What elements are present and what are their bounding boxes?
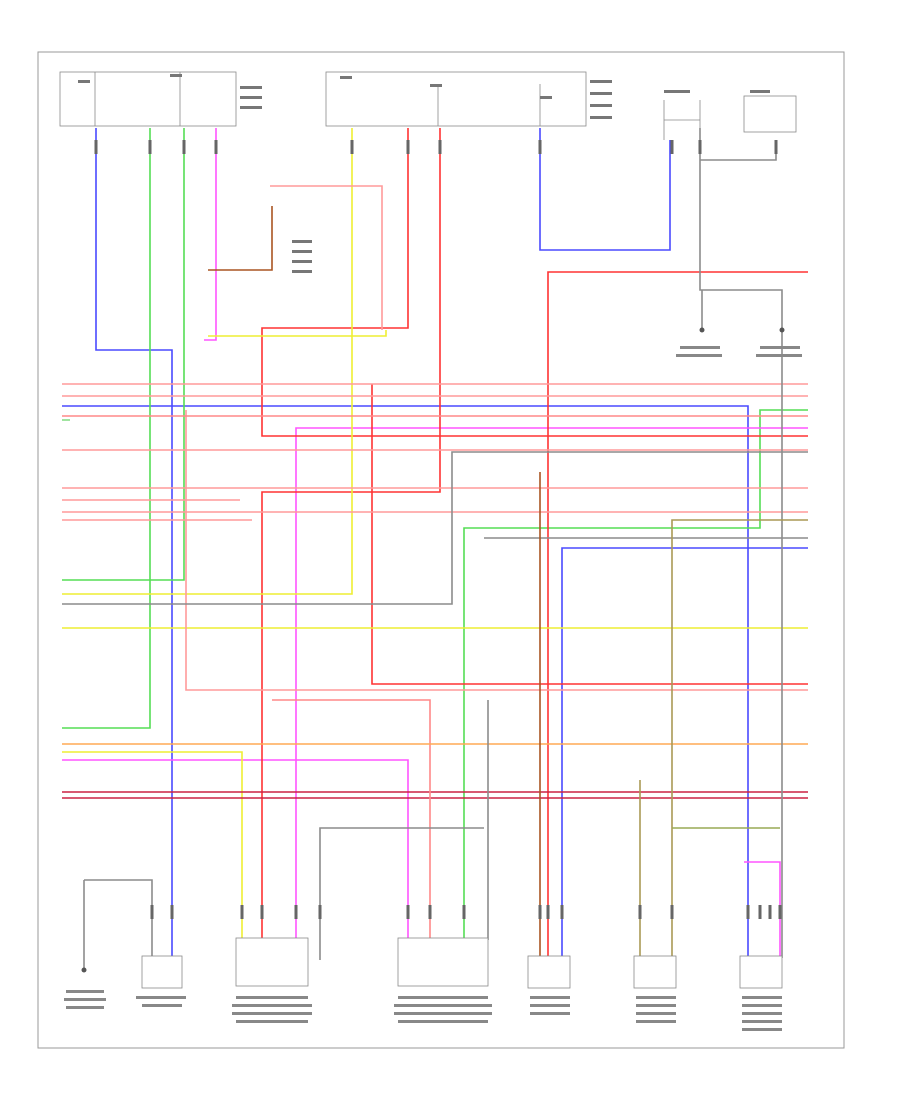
wire-yellow-18 [62, 751, 243, 960]
connector-pin [294, 905, 298, 919]
wire-gray-34 [62, 451, 808, 605]
wire-blue-2 [62, 405, 749, 958]
connector-pin [214, 140, 218, 154]
connector-pin [670, 140, 674, 154]
connector-pin [428, 905, 432, 919]
wire-lightred-26 [270, 185, 383, 330]
component-bottom-5 [633, 955, 677, 989]
connector-pin [406, 905, 410, 919]
ground-symbol-bottom-left [81, 967, 87, 973]
connector-pin [462, 905, 466, 919]
wire-blue-1 [95, 128, 173, 958]
connector-pin [538, 905, 542, 919]
relay-top-right [743, 95, 797, 133]
wire-red-13 [261, 128, 808, 437]
connector-pin [406, 140, 410, 154]
connector-pin [170, 905, 174, 919]
connector-pin [438, 140, 442, 154]
connector-pin [182, 140, 186, 154]
wire-blue-4 [561, 547, 808, 960]
connector-pin [260, 905, 264, 919]
connector-pin [670, 905, 674, 919]
connector-pin [758, 905, 762, 919]
component-bottom-3 [397, 937, 489, 987]
wire-red-15 [371, 384, 808, 685]
wire-yellow-16 [62, 128, 353, 595]
wire-gray-40 [700, 144, 777, 161]
wire-green-6 [62, 128, 185, 581]
connector-pin [638, 905, 642, 919]
wire-gray-41 [84, 879, 153, 958]
wire-pink-11 [744, 861, 781, 960]
connector-pin [774, 140, 778, 154]
ground-symbol-right-2 [779, 327, 785, 333]
wire-salmon-32 [272, 699, 431, 960]
connector-pin [538, 140, 542, 154]
connector-pin [148, 140, 152, 154]
component-bottom-4 [527, 955, 571, 989]
component-bottom-2 [235, 937, 309, 987]
connector-pin [560, 905, 564, 919]
wire-blue-3 [539, 128, 671, 251]
connector-pin [778, 905, 782, 919]
component-bottom-6 [739, 955, 783, 989]
wire-lightred-27 [185, 410, 808, 691]
connector-pin [240, 905, 244, 919]
connector-pin [698, 140, 702, 154]
connector-pin [94, 140, 98, 154]
top-components [59, 71, 797, 273]
wire-green-5 [62, 128, 151, 729]
wire-red-12 [547, 271, 808, 960]
diagram-frame [37, 51, 845, 1049]
connector-pin [150, 905, 154, 919]
component-bottom-1 [141, 955, 183, 989]
wire-brown-46 [208, 206, 273, 271]
connector-pin [546, 905, 550, 919]
wire-red-14 [261, 128, 441, 960]
connector-pin [746, 905, 750, 919]
wire-pink-8 [204, 128, 217, 341]
wire-pink-10 [62, 759, 409, 960]
wire-pink-9 [295, 427, 808, 960]
wire-tan-43 [671, 519, 808, 960]
bottom-components [64, 327, 802, 1031]
wire-yellow-19 [208, 330, 387, 337]
ground-symbol-right-1 [699, 327, 705, 333]
wire-harness [62, 128, 808, 968]
wire-green-7 [463, 409, 808, 960]
connector-pin [318, 905, 322, 919]
connector-pin [768, 905, 772, 919]
connector-pin [350, 140, 354, 154]
wire-gray-38 [699, 128, 783, 958]
